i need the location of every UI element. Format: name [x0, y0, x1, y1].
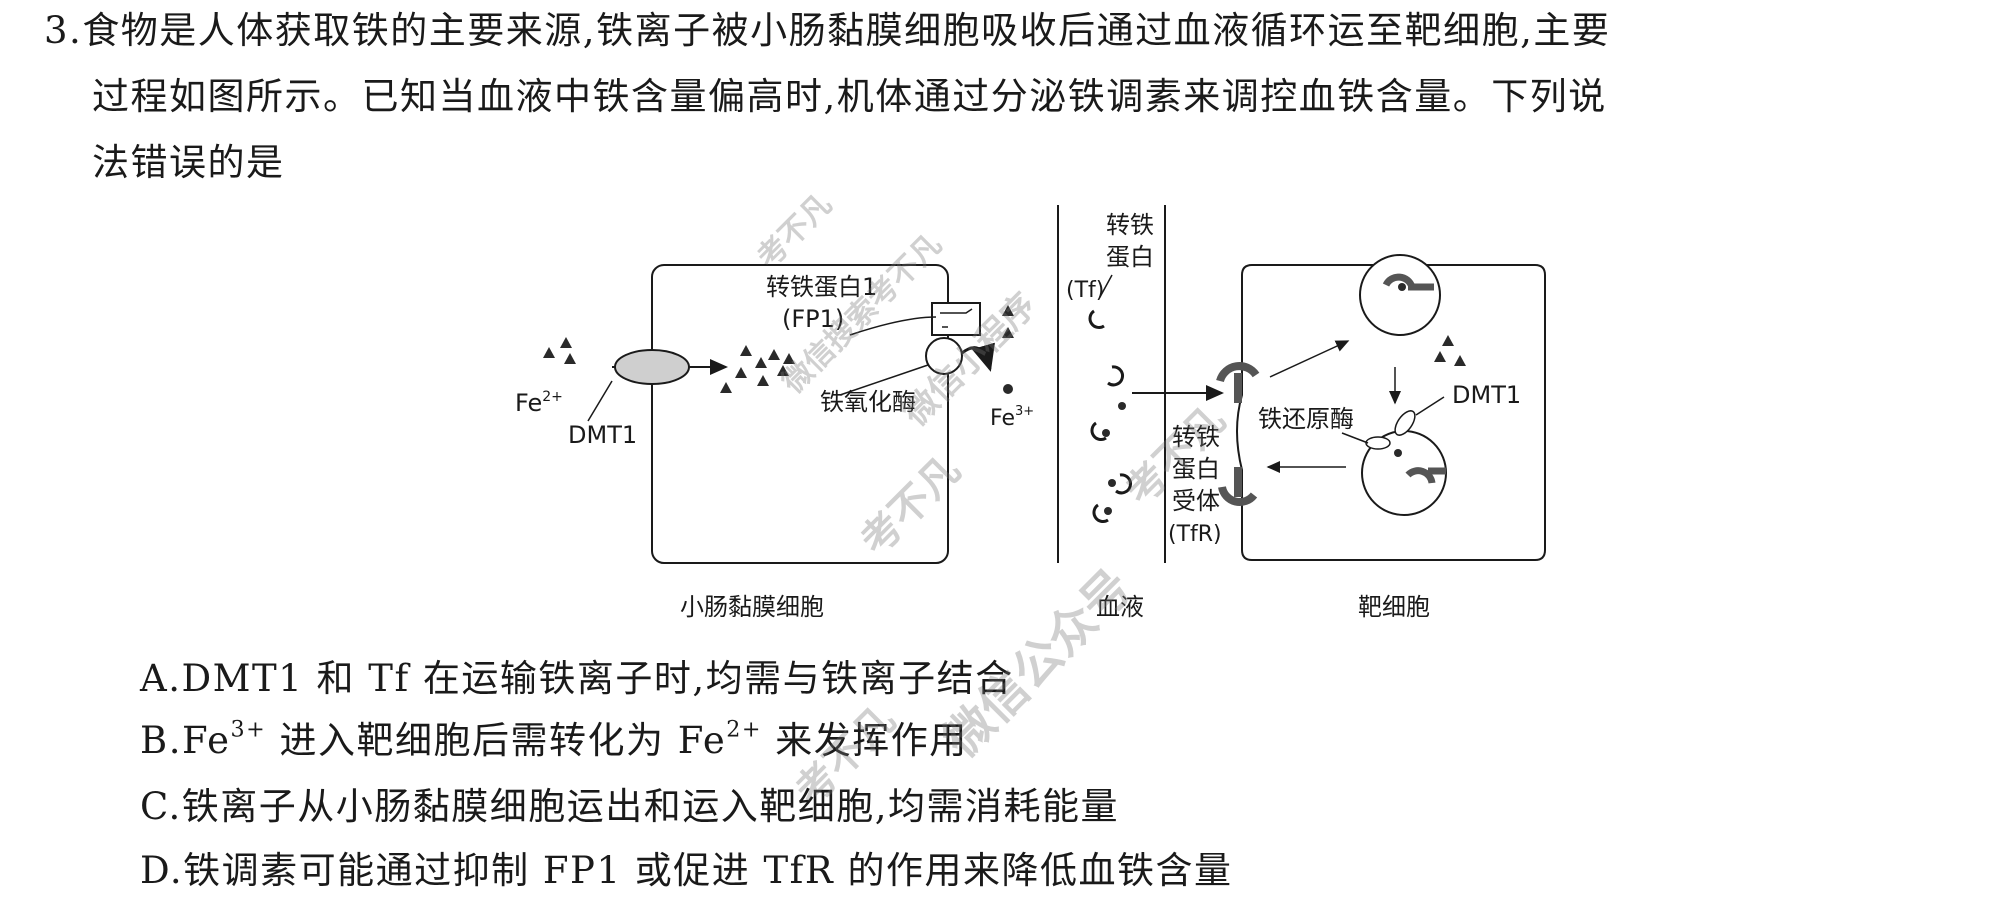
caption-intestine: 小肠黏膜细胞: [680, 593, 824, 621]
option-d[interactable]: D.铁调素可能通过抑制 FP1 或促进 TfR 的作用来降低血铁含量: [140, 849, 1233, 892]
tfr-receptor-bottom: [1218, 467, 1258, 506]
dmt1-transporter-left: [614, 349, 690, 385]
fe3-label: Fe3+: [990, 404, 1034, 431]
tf-label-line2: 蛋白: [1106, 243, 1154, 271]
ferrireductase-label: 铁还原酶: [1258, 405, 1354, 433]
ferrireductase-enzyme: [1365, 436, 1391, 450]
fe2-ions-inside: [720, 345, 795, 393]
fp1-transporter: [931, 302, 981, 336]
question-number: 3.: [44, 9, 83, 52]
dmt1-label-left: DMT1: [568, 421, 637, 449]
fp1-label-line1: 转铁蛋白1: [766, 273, 877, 301]
caption-blood: 血液: [1096, 593, 1144, 621]
question-stem-line-1: 3.食物是人体获取铁的主要来源,铁离子被小肠黏膜细胞吸收后通过血液循环运至靶细胞…: [44, 9, 1611, 52]
question-stem-line-3: 法错误的是: [92, 141, 285, 184]
tf-label-line3: (Tf): [1066, 278, 1104, 303]
tfr-receptor-top: [1216, 362, 1260, 403]
fe2-label: Fe2+: [515, 389, 563, 417]
option-b[interactable]: B.Fe3+ 进入靶细胞后需转化为 Fe2+ 来发挥作用: [140, 716, 968, 762]
option-a[interactable]: A.DMT1 和 Tf 在运输铁离子时,均需与铁离子结合: [140, 657, 1014, 700]
fe-ions-exit: [1002, 305, 1014, 338]
dmt1-label-right: DMT1: [1452, 381, 1521, 409]
question-stem-line-2: 过程如图所示。已知当血液中铁含量偏高时,机体通过分泌铁调素来调控血铁含量。下列说: [92, 75, 1607, 118]
fp1-label-line2: (FP1): [782, 305, 844, 333]
caption-target: 靶细胞: [1358, 593, 1430, 621]
option-c[interactable]: C.铁离子从小肠黏膜细胞运出和运入靶细胞,均需消耗能量: [140, 785, 1120, 828]
fe2-ions-target: [1434, 335, 1466, 366]
endosome-bottom-receptor: [1405, 467, 1446, 484]
endosome-top: [1359, 254, 1441, 336]
tfr-label-line1: 转铁: [1172, 423, 1220, 451]
tfr-label-line3: 受体: [1172, 487, 1220, 515]
fe2-ions-outside: [543, 337, 576, 364]
endosome-receptor: [1382, 273, 1434, 291]
intestine-cell: [651, 264, 949, 564]
iron-transport-diagram: Fe2+ DMT1 转铁蛋白1 (FP1) 铁氧化酶 Fe3+ 转铁 蛋白 (T…: [515, 205, 1546, 621]
ferroxidase-label: 铁氧化酶: [820, 388, 916, 416]
tfr-label-line4: (TfR): [1168, 522, 1222, 547]
tfr-label-line2: 蛋白: [1172, 455, 1220, 483]
tf-label-line1: 转铁: [1106, 211, 1154, 239]
dmt1-transporter-right: [1394, 410, 1416, 436]
transferrin-proteins: [1088, 309, 1132, 523]
ferroxidase-enzyme: [925, 337, 963, 375]
target-cell: [1236, 264, 1546, 561]
fe3-ion-dot: [1003, 384, 1013, 394]
